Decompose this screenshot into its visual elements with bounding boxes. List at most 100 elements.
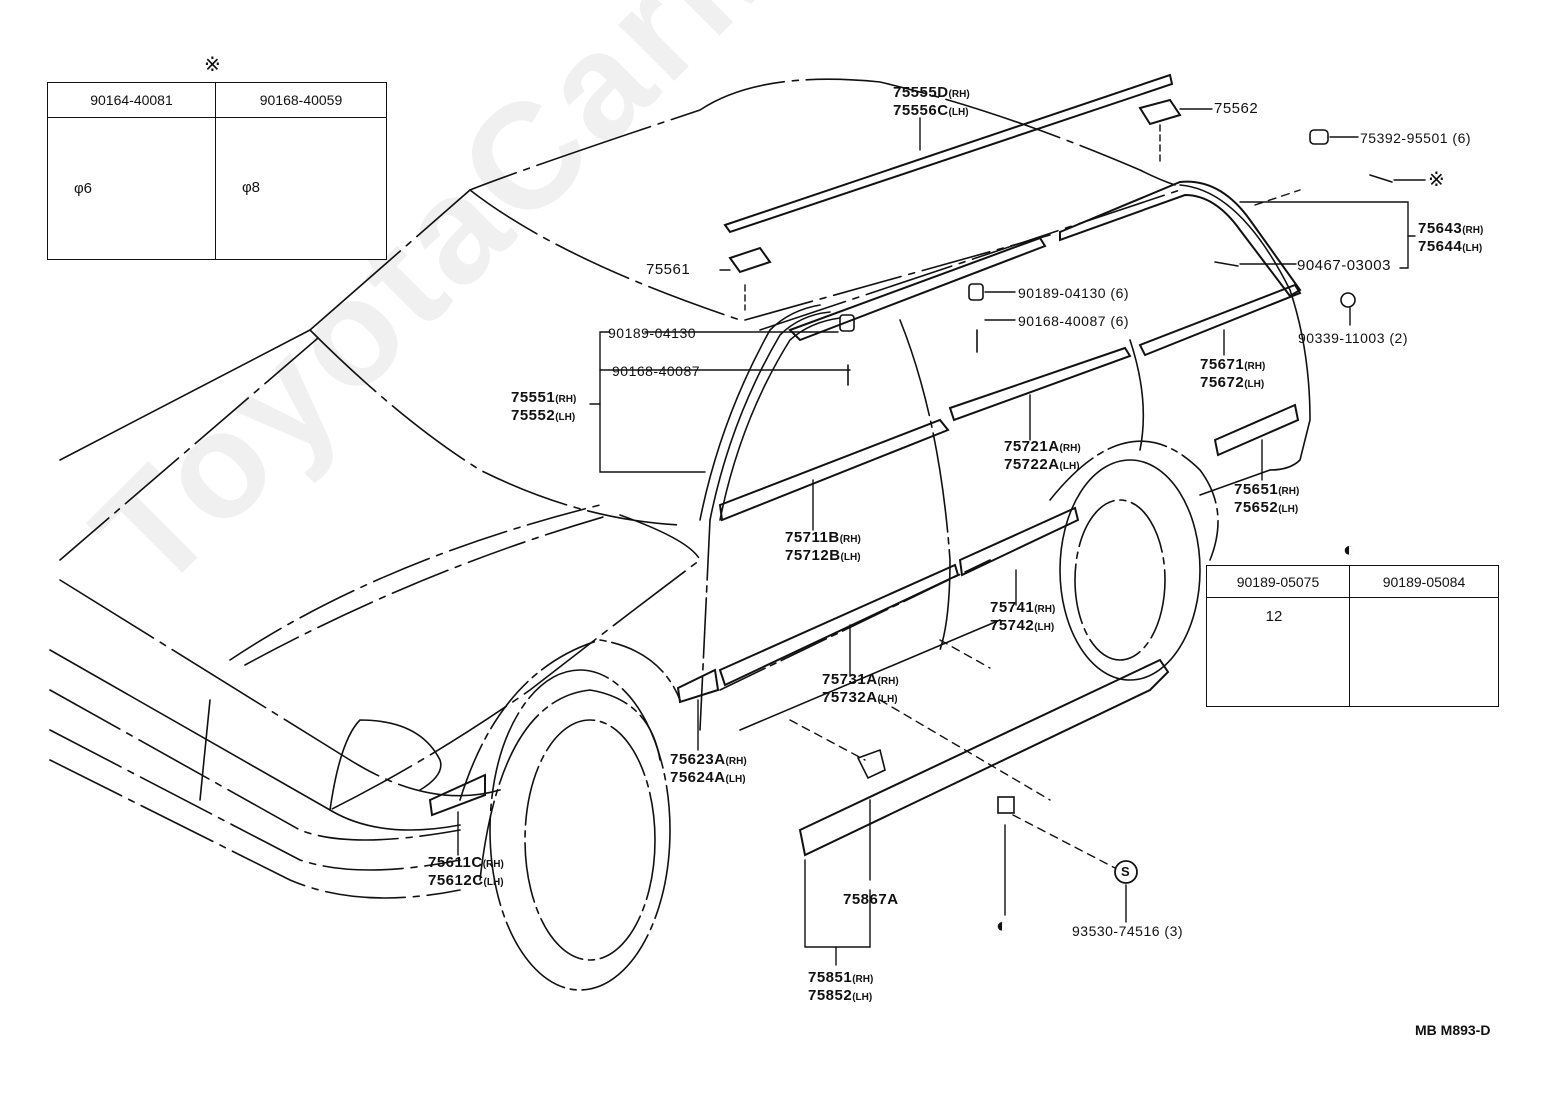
roof-drip-molding	[723, 73, 1174, 234]
clip-table: 90189-05075 90189-05084 12	[1206, 565, 1499, 707]
label-roof-molding: 75555D(RH) 75556C(LH)	[893, 85, 970, 121]
label-clip-75562: 75562	[1214, 100, 1259, 117]
rh-suffix: (RH)	[877, 676, 899, 687]
lh-suffix: (LH)	[555, 412, 576, 423]
lh-suffix: (LH)	[852, 992, 873, 1003]
part-rh: 75611C	[428, 854, 483, 871]
label-screw-90168-rear: 90168-40087 (6)	[1018, 313, 1129, 329]
clip-table-symbol: ◐	[1343, 539, 1356, 561]
rh-suffix: (RH)	[839, 534, 861, 545]
label-quarter-window: 75643(RH) 75644(LH)	[1418, 221, 1483, 257]
roof-side-molding-front	[788, 236, 1047, 342]
lh-suffix: (LH)	[725, 774, 746, 785]
part-rh: 75651	[1234, 481, 1279, 498]
part-rh: 75551	[511, 389, 556, 406]
label-fender-rear: 75623A(RH) 75624A(LH)	[670, 752, 747, 788]
label-quarter-belt: 75671(RH) 75672(LH)	[1200, 357, 1265, 393]
part-lh: 75742	[990, 617, 1035, 634]
s-symbol: S	[1121, 864, 1131, 879]
label-rear-door-side: 75741(RH) 75742(LH)	[990, 600, 1055, 636]
part-rh: 75741	[990, 599, 1035, 616]
lh-suffix: (LH)	[483, 877, 504, 888]
rear-door-side-molding	[958, 506, 1080, 577]
rh-suffix: (RH)	[1034, 604, 1056, 615]
rh-suffix: (RH)	[482, 859, 504, 870]
part-rh: 75721A	[1004, 438, 1060, 455]
label-front-door-belt: 75711B(RH) 75712B(LH)	[785, 530, 861, 566]
part-lh: 75644	[1418, 238, 1463, 255]
clip-75562-shape	[1138, 98, 1182, 126]
clip-symbol: ◐	[996, 915, 1009, 937]
nut-90339	[1340, 292, 1356, 308]
part-lh: 75612C	[428, 872, 484, 889]
part-lh: 75552	[511, 407, 556, 424]
lh-suffix: (LH)	[1462, 243, 1483, 254]
part-lh: 75624A	[670, 769, 726, 786]
part-rh: 75851	[808, 969, 853, 986]
clip-dim-1: 12	[1265, 608, 1283, 625]
screw-75392	[1369, 174, 1393, 183]
fender-rear-molding	[676, 668, 720, 704]
quantity: (6)	[1110, 313, 1130, 329]
lh-suffix: (LH)	[840, 552, 861, 563]
s-circle	[1114, 860, 1138, 884]
rh-suffix: (RH)	[948, 89, 970, 100]
label-screw-90168-front: 90168-40087	[612, 363, 701, 379]
table-divider	[1207, 597, 1498, 598]
quarter-belt-molding	[1138, 283, 1302, 357]
quarter-side-molding	[1213, 403, 1300, 457]
lh-suffix: (LH)	[1034, 622, 1055, 633]
lh-suffix: (LH)	[948, 107, 969, 118]
front-door-belt-molding	[718, 418, 950, 522]
leader-lines	[457, 108, 1426, 966]
part-rh: 75643	[1418, 220, 1463, 237]
part-rh: 75731A	[822, 671, 878, 688]
rh-suffix: (RH)	[1244, 361, 1266, 372]
rh-suffix: (RH)	[1059, 443, 1081, 454]
label-rear-door-belt: 75721A(RH) 75722A(LH)	[1004, 439, 1081, 475]
fender-front-molding	[428, 773, 486, 817]
clip-75561-shape	[728, 246, 772, 274]
rocker-molding	[798, 658, 1170, 857]
screw-symbol: ※	[1428, 169, 1445, 191]
rh-suffix: (RH)	[1462, 225, 1484, 236]
clip-part-2: 90189-05084	[1382, 574, 1466, 590]
moldings	[428, 73, 1302, 857]
clip-75392	[1309, 129, 1329, 145]
screw-table-symbol: ※	[204, 54, 221, 76]
part-number: 93530-74516	[1072, 923, 1161, 939]
lh-suffix: (LH)	[1059, 461, 1080, 472]
screw-dim-2: φ8	[241, 179, 261, 196]
clip-75867A	[856, 748, 886, 780]
part-number: 90189-04130	[1018, 285, 1107, 301]
quantity: (6)	[1452, 130, 1472, 146]
screw-part-2: 90168-40059	[259, 92, 343, 108]
label-rocker-clip: 75867A	[843, 891, 899, 908]
label-clip-90189-front: 90189-04130	[608, 325, 697, 341]
clip-part-1: 90189-05075	[1236, 574, 1320, 590]
label-clip-75561: 75561	[646, 261, 691, 278]
label-nut-90339: 90339-11003 (2)	[1298, 330, 1408, 346]
screw-dim-1: φ6	[73, 180, 93, 197]
label-screw-90467: 90467-03003	[1297, 257, 1391, 274]
rear-door-belt-molding	[948, 346, 1132, 422]
part-lh: 75712B	[785, 547, 841, 564]
part-lh: 75722A	[1004, 456, 1060, 473]
part-rh: 75623A	[670, 751, 726, 768]
rh-suffix: (RH)	[1278, 486, 1300, 497]
part-number: 90168-40087	[1018, 313, 1107, 329]
screw-part-1: 90164-40081	[90, 92, 173, 108]
clip-90189-rear	[968, 283, 984, 301]
table-divider	[215, 83, 216, 259]
rh-suffix: (RH)	[725, 756, 747, 767]
screw-90467	[1214, 261, 1239, 267]
label-quarter-side: 75651(RH) 75652(LH)	[1234, 482, 1299, 518]
label-front-door-side: 75731A(RH) 75732A(LH)	[822, 672, 899, 708]
rh-suffix: (RH)	[852, 974, 874, 985]
lh-suffix: (LH)	[1244, 379, 1265, 390]
part-lh: 75556C	[893, 102, 949, 119]
label-rocker-molding: 75851(RH) 75852(LH)	[808, 970, 873, 1006]
clip-90189-front	[839, 314, 855, 332]
table-divider	[1349, 566, 1350, 706]
